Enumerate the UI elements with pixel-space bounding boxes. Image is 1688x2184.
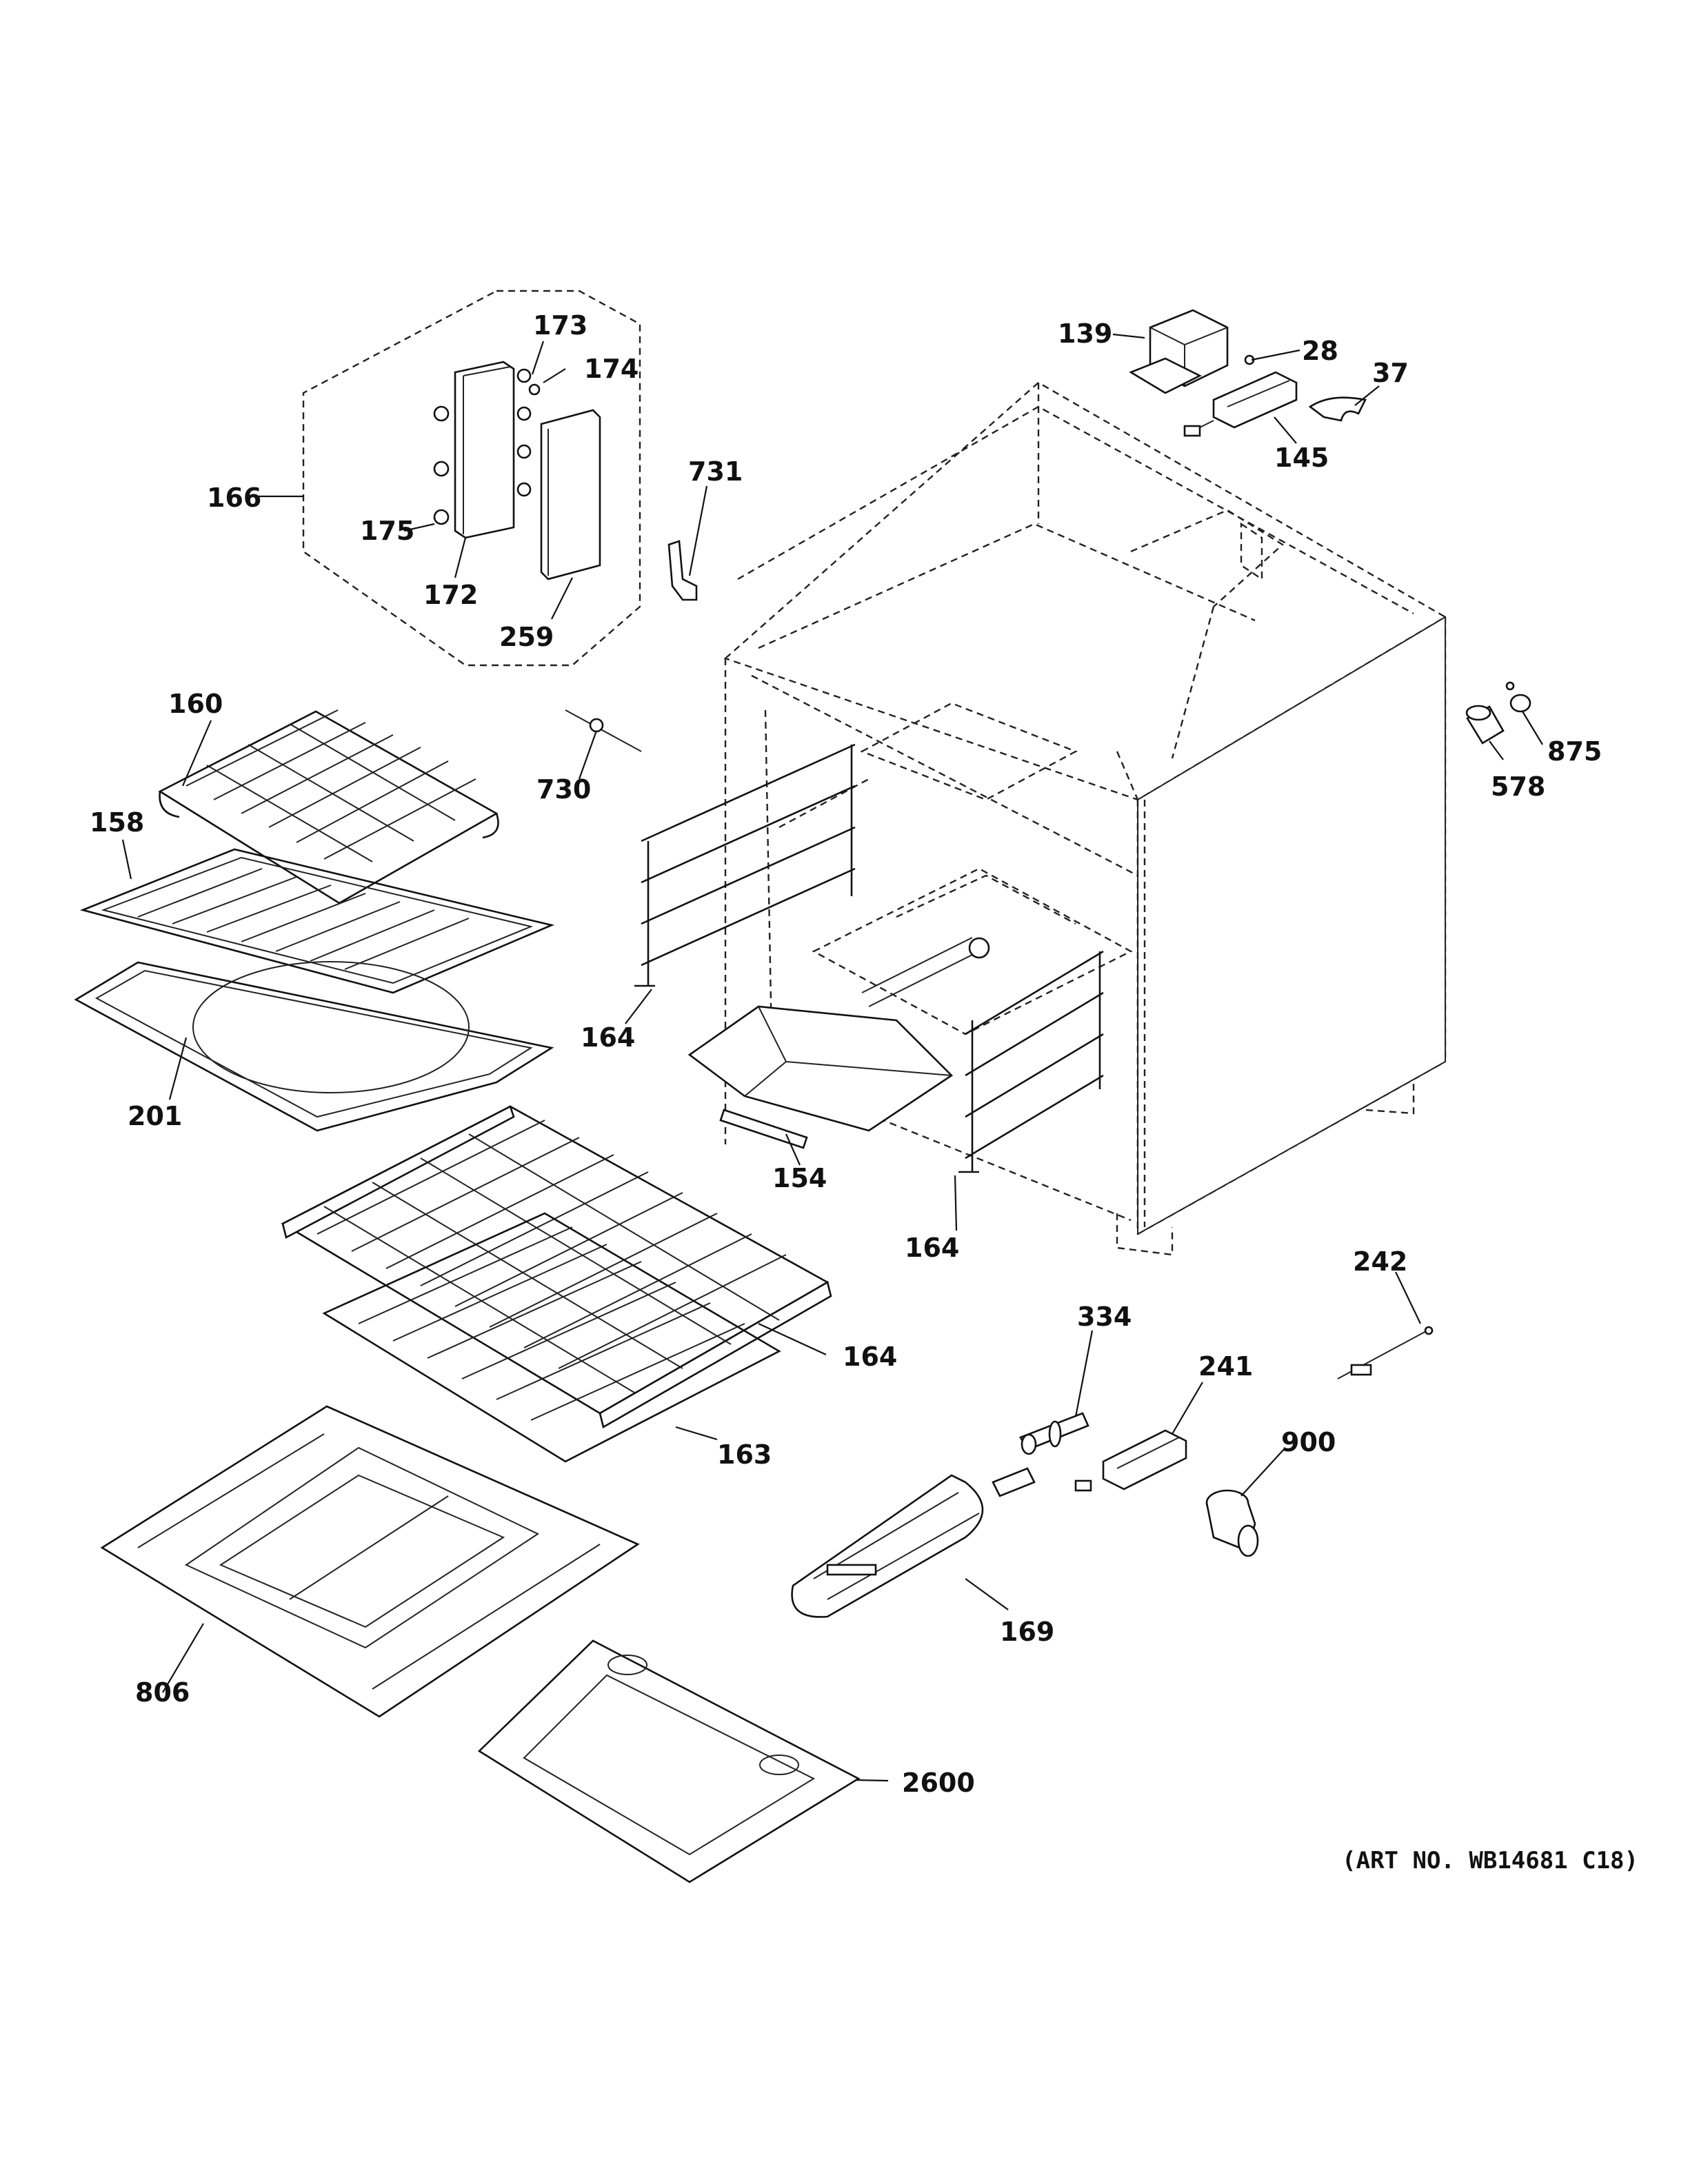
part-154-burner-shield	[687, 937, 990, 1149]
part-875-knob	[1505, 681, 1531, 713]
part-139-bracket	[1129, 309, 1229, 394]
part-334-orifice	[1019, 1412, 1089, 1455]
callout-201: 201	[128, 1101, 182, 1131]
part-806-oven-bottom	[100, 1405, 640, 1718]
callout-164-left: 164	[581, 1022, 635, 1053]
part-900-elbow	[1205, 1489, 1259, 1557]
callout-875: 875	[1547, 736, 1602, 767]
callout-731: 731	[688, 456, 743, 487]
callout-139: 139	[1058, 318, 1112, 349]
part-164-oven-rack	[281, 1105, 832, 1428]
callout-164-rack: 164	[843, 1342, 897, 1372]
part-730-probe	[565, 709, 642, 752]
callout-164-right: 164	[905, 1233, 959, 1263]
callout-806: 806	[135, 1677, 190, 1708]
callout-labels: 173 174 166 175 172 259 731 139 28 37 14…	[90, 310, 1638, 1874]
part-242-sensor	[1337, 1326, 1434, 1379]
art-number: (ART NO. WB14681 C18)	[1342, 1847, 1638, 1874]
callout-730: 730	[536, 774, 591, 805]
part-37-clip	[1308, 396, 1367, 422]
callout-175: 175	[360, 516, 414, 546]
callout-259: 259	[499, 622, 554, 652]
callout-163: 163	[717, 1439, 772, 1470]
callout-166: 166	[207, 483, 261, 513]
callout-169: 169	[1000, 1617, 1054, 1647]
part-164-rack-support-left	[634, 743, 856, 987]
part-166-group-outline	[302, 290, 641, 667]
part-731-bracket	[667, 540, 698, 601]
part-201-broil-pan	[74, 961, 554, 1132]
leader-lines	[121, 333, 1543, 1782]
part-158-broil-pan-insert	[79, 848, 555, 994]
part-578-cap	[1465, 705, 1505, 745]
callout-173: 173	[533, 310, 587, 341]
part-163-oven-rack	[322, 1212, 781, 1463]
part-172-manifold	[433, 361, 515, 539]
part-241-igniter	[1074, 1429, 1187, 1492]
callout-37: 37	[1372, 358, 1409, 388]
part-164-rack-support-right	[958, 950, 1104, 1173]
part-145-igniter	[1183, 354, 1298, 437]
callout-172: 172	[423, 580, 478, 610]
callout-334: 334	[1077, 1302, 1132, 1332]
callout-174: 174	[584, 354, 639, 384]
part-173-valves	[516, 368, 541, 497]
part-2600-cover	[477, 1639, 861, 1883]
callout-578: 578	[1491, 771, 1545, 802]
callout-158: 158	[90, 807, 144, 838]
callout-900: 900	[1281, 1427, 1336, 1457]
callout-28: 28	[1302, 336, 1338, 366]
callout-241: 241	[1198, 1351, 1253, 1382]
part-169-burner	[791, 1467, 1036, 1618]
callout-242: 242	[1353, 1246, 1407, 1277]
callout-145: 145	[1274, 443, 1329, 473]
callout-2600: 2600	[902, 1768, 975, 1798]
part-259-cover	[540, 409, 601, 580]
part-160-broil-rack	[158, 709, 499, 904]
callout-160: 160	[168, 689, 223, 719]
callout-154: 154	[772, 1163, 827, 1193]
oven-cabinet	[723, 381, 1447, 1256]
